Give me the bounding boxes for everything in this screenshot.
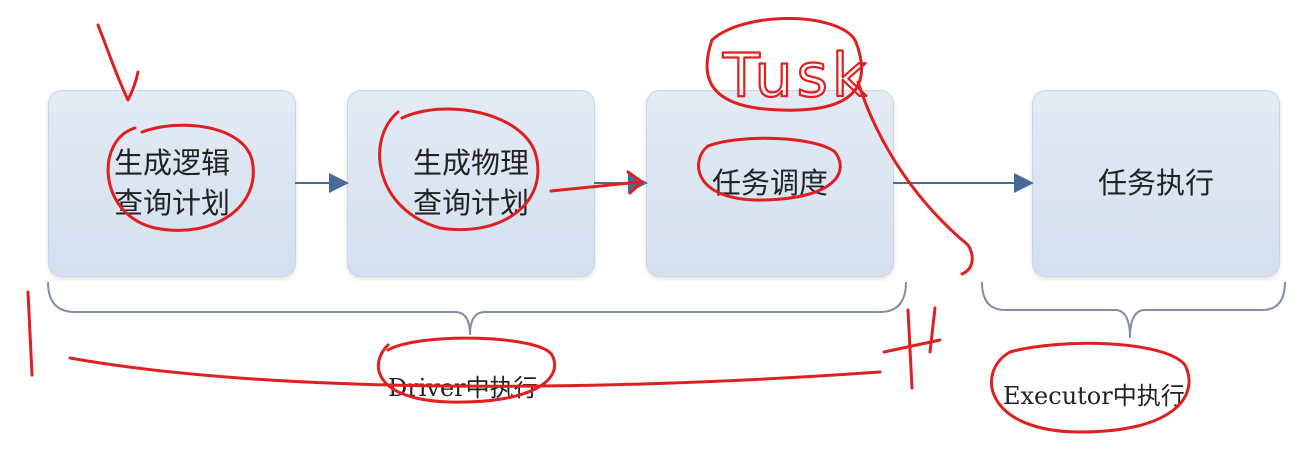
step-label-line: 查询计划 — [113, 185, 230, 220]
step-box-task-scheduling: 任务调度 — [646, 90, 894, 277]
circle-executor-label — [989, 341, 1191, 434]
top-left-stroke — [96, 23, 140, 102]
red-arrow-to-scheduling — [549, 170, 644, 195]
circle-tusk — [705, 17, 864, 112]
step-label-line: 生成物理 — [412, 146, 529, 181]
step-box-task-execution: 任务执行 — [1032, 90, 1280, 277]
circle-driver-label — [377, 336, 557, 404]
circle-logical-plan — [106, 123, 255, 232]
executor-brace — [981, 281, 1286, 339]
driver-brace — [47, 281, 907, 336]
executor-group-label: Executor中执行 — [1003, 382, 1185, 410]
circle-task-scheduling — [697, 136, 842, 202]
handwritten-text: Tusk — [722, 41, 871, 111]
circle-physical-plan — [378, 107, 540, 231]
bottom-sweep — [26, 290, 882, 388]
step-label-line: 生成逻辑 — [113, 146, 230, 181]
slash-marks — [882, 306, 942, 390]
step-box-generate-logical-plan: 生成逻辑 查询计划 — [48, 90, 296, 277]
tusk-to-executor-line — [856, 80, 974, 276]
step-label-line: 任务执行 — [1097, 165, 1214, 200]
step-label-line: 查询计划 — [412, 185, 529, 220]
